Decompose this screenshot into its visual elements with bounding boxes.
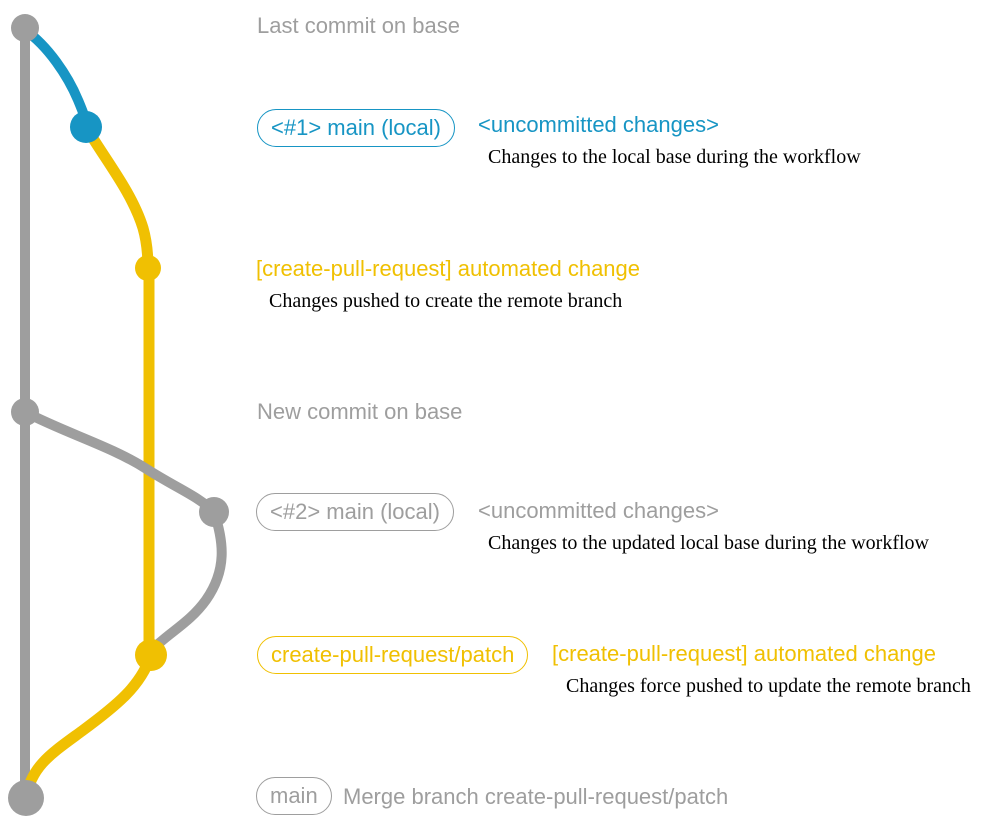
automated-change-caption-1: Changes pushed to create the remote bran… [269,290,623,312]
commit-dot-last-base [11,14,39,42]
uncommitted-changes-caption-1: Changes to the local base during the wor… [488,146,861,168]
uncommitted-changes-caption-2: Changes to the updated local base during… [488,532,929,554]
new-commit-label: New commit on base [257,399,463,424]
uncommitted-changes-title-2: <uncommitted changes> [478,498,719,523]
commit-dot-automated-change-1 [135,255,161,281]
uncommitted-changes-title-1: <uncommitted changes> [478,112,719,137]
patch-branch-curve [80,121,154,274]
commit-dot-merge [8,780,44,816]
local-main-branch-curve [20,25,91,132]
merge-curve [20,649,157,804]
automated-change-title-1: [create-pull-request] automated change [256,256,641,281]
branch-badge-main: main [256,777,332,816]
commit-dot-uncommitted-1 [70,111,102,143]
branch-badge-patch: create-pull-request/patch [257,636,529,675]
automated-change-caption-2: Changes force pushed to update the remot… [566,675,971,697]
automated-change-title-2: [create-pull-request] automated change [552,641,937,666]
commit-dot-new-base [11,398,39,426]
rebase-curve [151,507,227,651]
commit-dot-automated-change-2 [135,639,167,671]
branch-badge-main-local-2: <#2> main (local) [256,493,454,532]
last-commit-label: Last commit on base [257,13,460,38]
branch-badge-main-local-1: <#1> main (local) [257,109,455,148]
base-update-curve [20,407,219,517]
commit-dot-uncommitted-2 [199,497,229,527]
merge-commit-label: Merge branch create-pull-request/patch [343,784,729,809]
